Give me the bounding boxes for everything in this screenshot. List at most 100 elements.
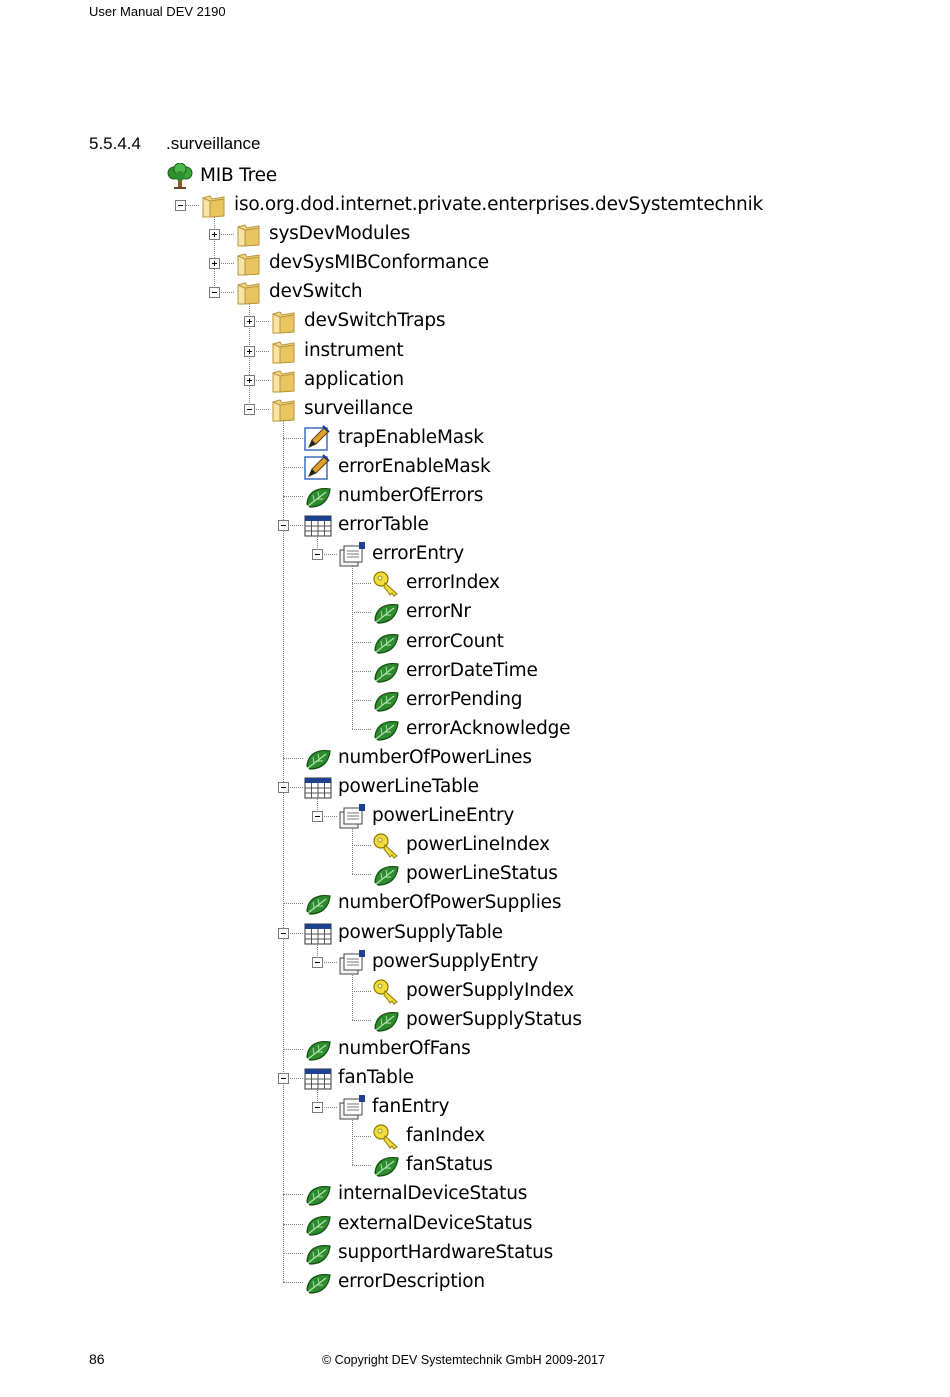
tree-node-label: powerLineEntry [372,805,515,827]
tree-node-label: fanStatus [406,1154,493,1176]
folder-icon [235,279,263,306]
entry-icon [338,803,366,830]
tree-node-label: errorEntry [372,543,465,565]
tree-connector [317,1086,318,1107]
tree-node-label: instrument [304,339,404,361]
expand-icon[interactable] [244,375,255,386]
tree-node-label: internalDeviceStatus [338,1183,528,1205]
tree-connector [214,263,234,264]
expand-icon[interactable] [209,258,220,269]
tree-connector [352,991,371,992]
table-icon [304,512,332,539]
collapse-icon[interactable] [312,549,323,560]
tree-connector [283,933,303,934]
collapse-icon[interactable] [278,1073,289,1084]
collapse-icon[interactable] [312,1102,323,1113]
collapse-icon[interactable] [278,928,289,939]
tree-node-label: numberOfPowerLines [338,746,532,768]
tree-connector [283,787,303,788]
leaf-icon [372,861,400,888]
tree-connector [283,496,303,497]
tree-node-label: fanIndex [406,1125,485,1147]
tree-connector [352,612,371,613]
leaf-icon [372,629,400,656]
tree-connector [283,758,303,759]
tree-connector [352,874,371,875]
folder-icon [200,192,228,219]
tree-node-label: powerLineStatus [406,863,558,885]
tree-node-label: iso.org.dod.internet.private.enterprises… [234,194,764,215]
leaf-icon [304,1211,332,1238]
tree-node-label: errorCount [406,630,504,652]
collapse-icon[interactable] [209,287,220,298]
tree-connector [214,292,234,293]
tree-connector [249,380,269,381]
collapse-icon[interactable] [312,957,323,968]
leaf-icon [304,1036,332,1063]
tree-node-label: powerSupplyIndex [406,979,574,1001]
collapse-icon[interactable] [175,200,186,211]
tree-node-label: errorIndex [406,572,500,594]
leaf-icon [304,483,332,510]
pen-icon [304,454,332,481]
tree-connector [283,903,303,904]
leaf-icon [304,1181,332,1208]
expand-icon[interactable] [244,316,255,327]
tree-node-label: surveillance [304,397,413,419]
leaf-icon [372,716,400,743]
tree-connector [317,795,318,816]
leaf-icon [304,1269,332,1296]
entry-icon [338,1094,366,1121]
tree-connector [317,1107,337,1108]
tree-node-label: devSwitch [269,281,363,303]
folder-icon [235,250,263,277]
page-number: 86 [89,1351,105,1367]
collapse-icon[interactable] [278,520,289,531]
tree-node-label: powerLineTable [338,776,479,797]
tree-node-label: fanTable [338,1067,414,1088]
tree-node-label: errorTable [338,514,429,536]
tree-connector [317,816,337,817]
leaf-icon [304,745,332,772]
tree-node-label: errorAcknowledge [406,717,571,739]
tree-node-label: sysDevModules [269,223,411,245]
tree-connector [317,962,337,963]
tree-connector [352,583,371,584]
tree-connector [249,351,269,352]
tree-node-label: devSwitchTraps [304,310,446,332]
tree-connector [317,941,318,962]
tree-connector [352,845,371,846]
tree-connector [283,438,303,439]
tree-connector [283,1253,303,1254]
entry-icon [338,949,366,976]
tree-connector [317,554,337,555]
leaf-icon [372,658,400,685]
tree-node-label: errorEnableMask [338,455,491,477]
key-icon [372,832,400,859]
expand-icon[interactable] [244,346,255,357]
collapse-icon[interactable] [244,404,255,415]
table-icon [304,920,332,947]
tree-connector [352,824,353,874]
tree-connector [352,1165,371,1166]
tree-node-label: powerLineIndex [406,834,550,856]
tree-connector [352,642,371,643]
folder-icon [270,396,298,423]
collapse-icon[interactable] [278,782,289,793]
tree-node-label: errorDateTime [406,659,538,681]
folder-icon [270,367,298,394]
leaf-icon [372,599,400,626]
tree-connector [352,562,353,729]
tree-connector [283,1078,303,1079]
table-icon [304,1065,332,1092]
tree-node-label: errorNr [406,601,471,623]
tree-node-label: errorDescription [338,1270,485,1292]
expand-icon[interactable] [209,229,220,240]
folder-icon [235,221,263,248]
leaf-icon [372,1007,400,1034]
tree-node-label: powerSupplyTable [338,921,503,943]
collapse-icon[interactable] [312,811,323,822]
tree-connector [283,417,284,1282]
tree-icon [166,163,194,190]
tree-node-label: numberOfPowerSupplies [338,892,562,914]
